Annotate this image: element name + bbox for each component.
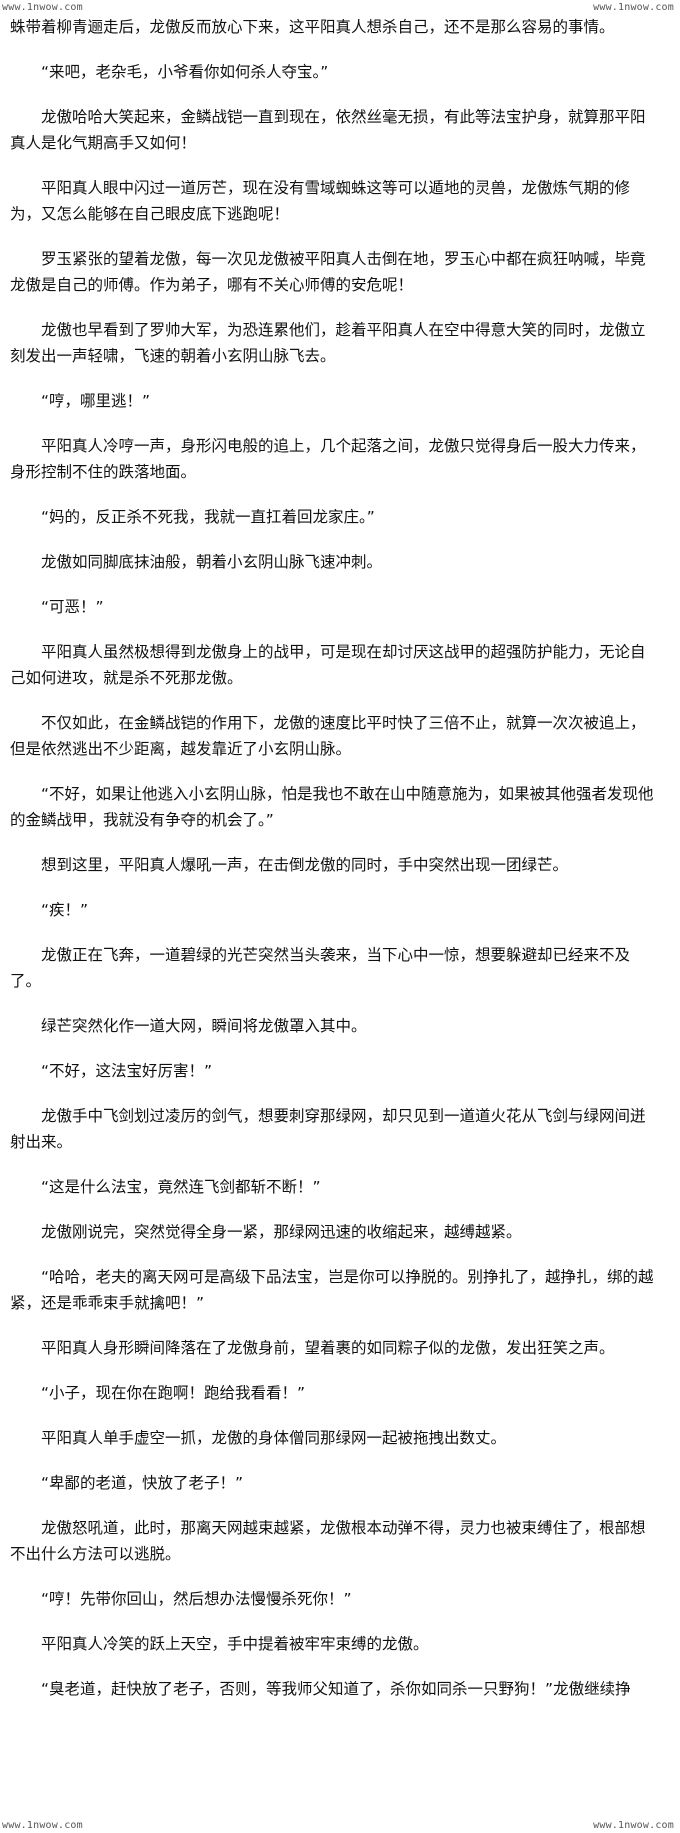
paragraph: 龙傲如同脚底抹油般，朝着小玄阴山脉飞速冲刺。 [41, 553, 383, 571]
paragraph: 龙傲手中飞剑划过凌厉的剑气，想要刺穿那绿网，却只见到一道道火花从飞剑与绿网间迸射… [10, 1107, 646, 1151]
paragraph: “哼，哪里逃！” [41, 392, 151, 410]
paragraph: 龙傲哈哈大笑起来，金鳞战铠一直到现在，依然丝毫无损，有此等法宝护身，就算那平阳真… [10, 108, 646, 152]
paragraph: 绿芒突然化作一道大网，瞬间将龙傲罩入其中。 [41, 1017, 367, 1035]
paragraph: 平阳真人冷笑的跃上天空，手中提着被牢牢束缚的龙傲。 [41, 1635, 429, 1653]
paragraph: 蛛带着柳青逦走后，龙傲反而放心下来，这平阳真人想杀自己，还不是那么容易的事情。 [10, 18, 615, 36]
paragraph: “疾！” [41, 901, 89, 919]
paragraph: “不好，如果让他逃入小玄阴山脉，怕是我也不敢在山中随意施为，如果被其他强者发现他… [10, 785, 654, 829]
paragraph: “臭老道，赶快放了老子，否则，等我师父知道了，杀你如同杀一只野狗！”龙傲继续挣 [41, 1680, 631, 1698]
paragraph: 想到这里，平阳真人爆吼一声，在击倒龙傲的同时，手中突然出现一团绿芒。 [41, 856, 569, 874]
paragraph: 罗玉紧张的望着龙傲，每一次见龙傲被平阳真人击倒在地，罗玉心中都在疯狂呐喊，毕竟龙… [10, 250, 646, 294]
paragraph: 龙傲正在飞奔，一道碧绿的光芒突然当头袭来，当下心中一惊，想要躲避却已经来不及了。 [10, 946, 631, 990]
watermark-top-right: www.1nwow.com [593, 2, 674, 13]
paragraph: 平阳真人单手虚空一抓，龙傲的身体僧同那绿网一起被拖拽出数丈。 [41, 1429, 507, 1447]
paragraph: 平阳真人眼中闪过一道厉芒，现在没有雪域蜘蛛这等可以遁地的灵兽，龙傲炼气期的修为，… [10, 179, 631, 223]
paragraph: 平阳真人虽然极想得到龙傲身上的战甲，可是现在却讨厌这战甲的超强防护能力，无论自己… [10, 643, 646, 687]
paragraph: 龙傲刚说完，突然觉得全身一紧，那绿网迅速的收缩起来，越缚越紧。 [41, 1223, 522, 1241]
paragraph: “小子，现在你在跑啊！跑给我看看！” [41, 1384, 306, 1402]
paragraph: “卑鄙的老道，快放了老子！” [41, 1474, 244, 1492]
paragraph: 龙傲也早看到了罗帅大军，为恐连累他们，趁着平阳真人在空中得意大笑的同时，龙傲立刻… [10, 321, 646, 365]
paragraph: “不好，这法宝好厉害！” [41, 1062, 213, 1080]
chapter-text: 蛛带着柳青逦走后，龙傲反而放心下来，这平阳真人想杀自己，还不是那么容易的事情。 … [10, 14, 658, 1702]
paragraph: 平阳真人身形瞬间降落在了龙傲身前，望着裹的如同粽子似的龙傲，发出狂笑之声。 [41, 1339, 615, 1357]
paragraph: 不仅如此，在金鳞战铠的作用下，龙傲的速度比平时快了三倍不止，就算一次次被追上，但… [10, 714, 646, 758]
watermark-top-left: www.1nwow.com [2, 2, 83, 13]
paragraph: “哼！先带你回山，然后想办法慢慢杀死你！” [41, 1590, 352, 1608]
paragraph: “可恶！” [41, 598, 104, 616]
watermark-bottom-left: www.1nwow.com [2, 1820, 83, 1831]
paragraph: “哈哈，老夫的离天网可是高级下品法宝，岂是你可以挣脱的。别挣扎了，越挣扎，绑的越… [10, 1268, 654, 1312]
paragraph: “这是什么法宝，竟然连飞剑都斩不断！” [41, 1178, 321, 1196]
paragraph: 平阳真人冷哼一声，身形闪电般的追上，几个起落之间，龙傲只觉得身后一股大力传来，身… [10, 437, 646, 481]
paragraph: “妈的，反正杀不死我，我就一直扛着回龙家庄。” [41, 508, 375, 526]
paragraph: 龙傲怒吼道，此时，那离天网越束越紧，龙傲根本动弹不得，灵力也被束缚住了，根部想不… [10, 1519, 646, 1563]
paragraph: “来吧，老杂毛，小爷看你如何杀人夺宝。” [41, 63, 329, 81]
watermark-bottom-right: www.1nwow.com [593, 1820, 674, 1831]
